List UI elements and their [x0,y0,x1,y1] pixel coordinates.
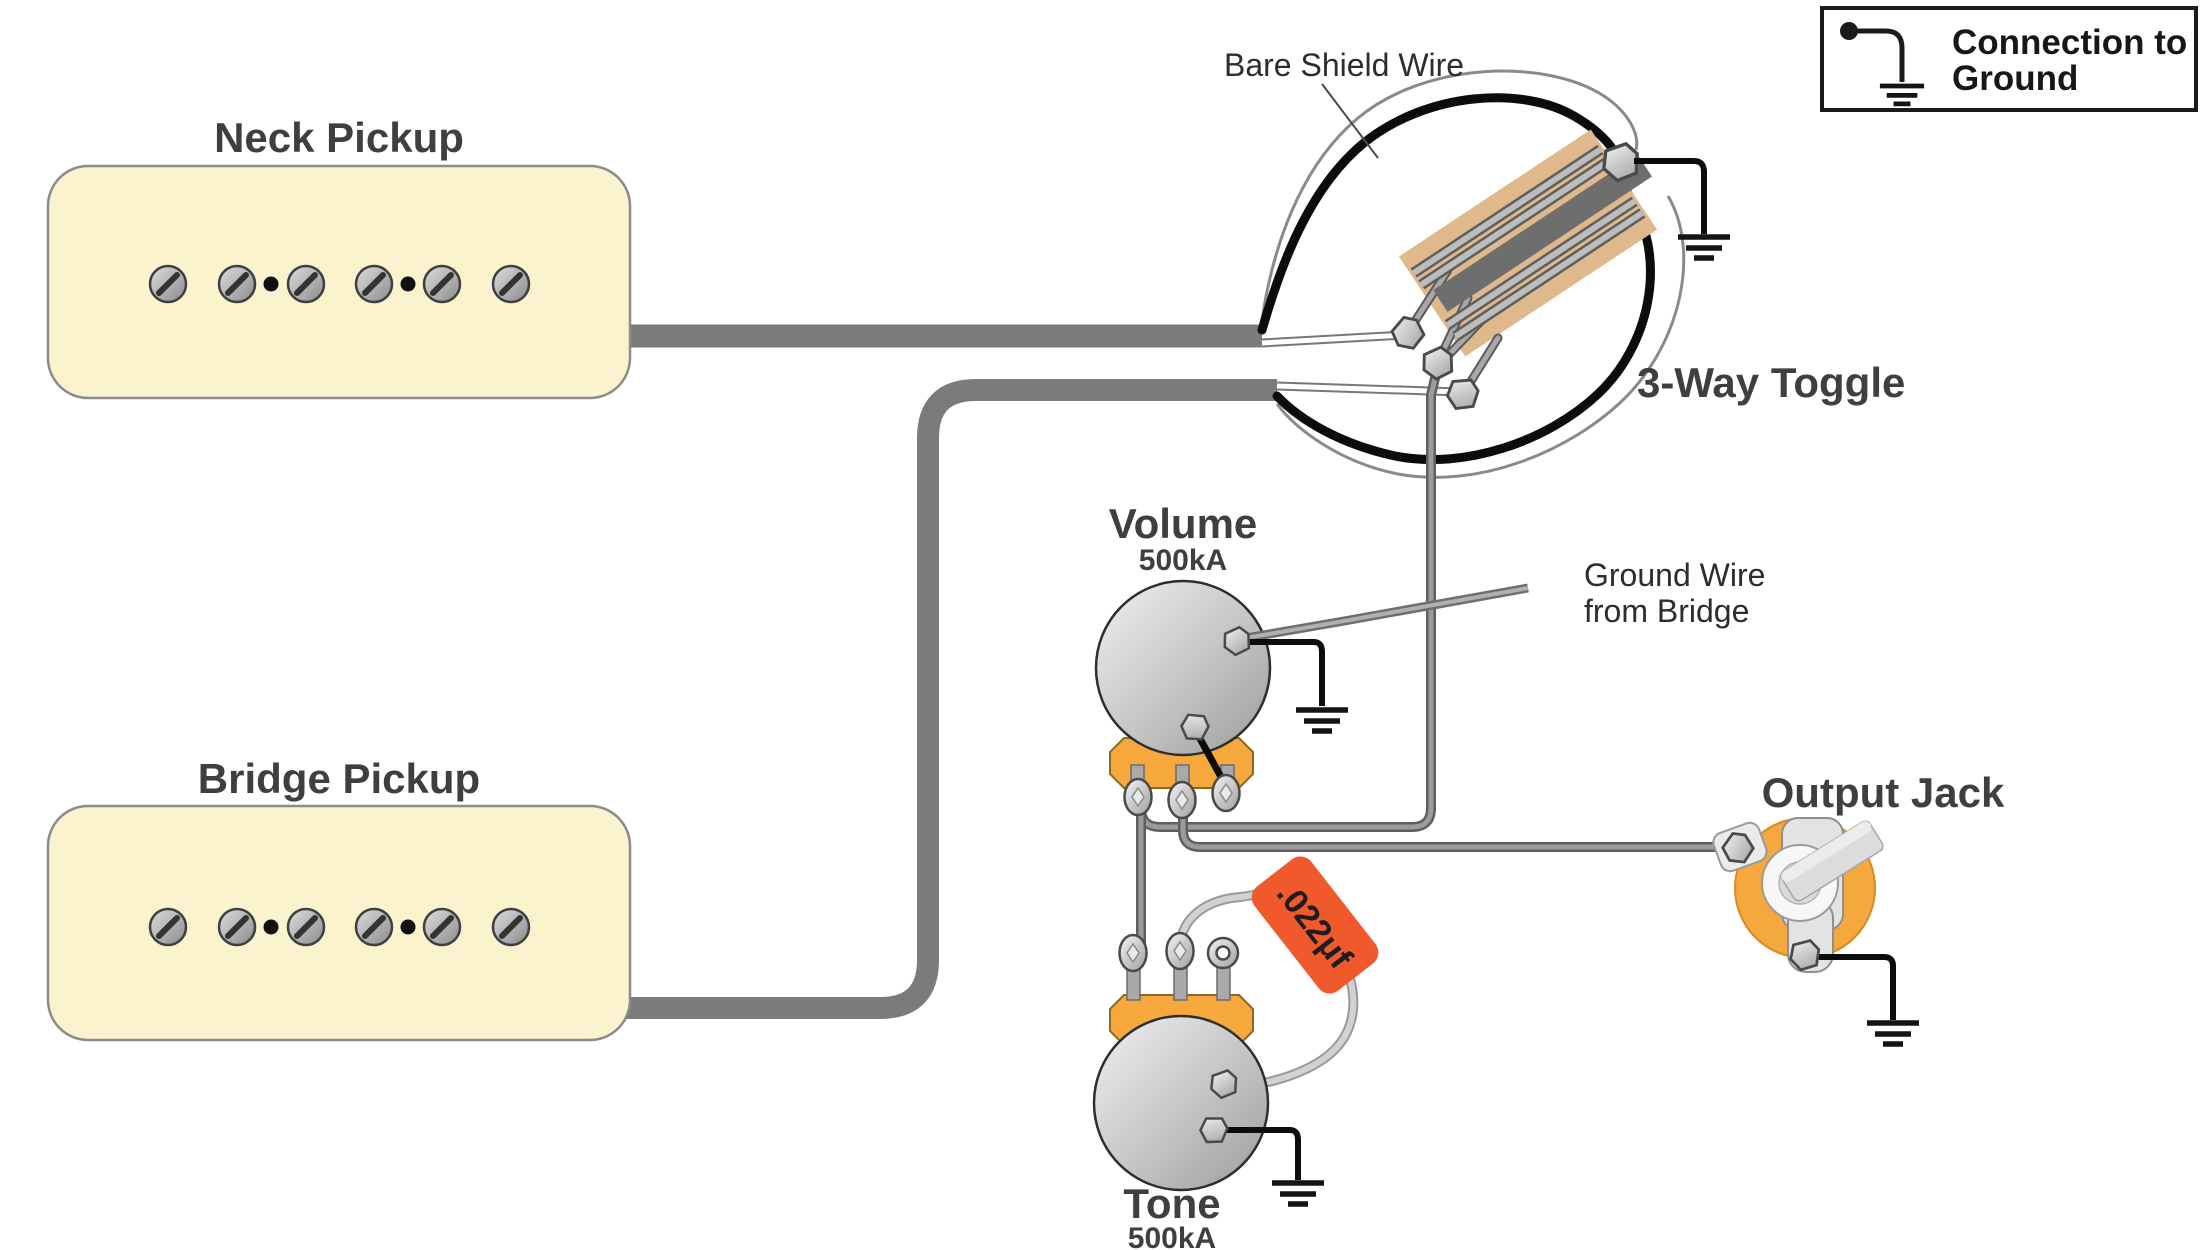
legend-box [1820,6,2198,112]
ground-wire-label-line1: Ground Wire [1584,557,1765,593]
ground-symbol-icon [1296,710,1348,731]
neck-ground-jacket-wire [1257,93,1623,335]
legend-label-line2: Ground [1952,59,2078,98]
pole-dot-icon [400,276,416,292]
screw-pole-icon [288,266,324,302]
toggle-ground-wire [1634,158,1707,234]
tone-lug-icon [1118,933,1148,973]
screw-pole-icon [219,909,255,945]
toggle-lug-icon [1440,371,1486,417]
screw-pole-icon [356,266,392,302]
ground-symbol-icon [1678,237,1730,258]
volume-value-label: 500kA [1139,544,1227,577]
ground-connection-icon [1840,22,1924,104]
tone-ground-wire [1224,1127,1301,1180]
screw-pole-icon [424,909,460,945]
volume-lug-icon [1211,773,1241,813]
toggle-label: 3-Way Toggle [1637,359,1905,406]
bridge-pickup-label: Bridge Pickup [198,755,480,802]
output-jack-label: Output Jack [1762,769,2005,816]
volume-pot: Volume 500kA [1094,500,1529,820]
screw-pole-icon [356,909,392,945]
screw-pole-icon [150,266,186,302]
tone-label: Tone [1123,1180,1220,1227]
screw-pole-icon [493,266,529,302]
bridge-pickup: Bridge Pickup [46,755,632,1042]
capacitor: .022μf [1251,856,1379,994]
bare-shield-annotation: Bare Shield Wire [1224,47,1464,159]
ground-symbol-icon [1867,1023,1919,1044]
output-jack-prong [1780,820,1884,902]
ground-wire-label-line2: from Bridge [1584,593,1749,629]
tone-value-label: 500kA [1128,1222,1216,1250]
three-way-toggle: 3-Way Toggle [1387,129,1905,417]
legend-label-line1: Connection to [1952,23,2187,62]
pole-dot-icon [263,276,279,292]
ground-wire-annotation: Ground Wire from Bridge [1584,557,1765,629]
signal-wires [1136,368,1728,948]
screw-pole-icon [288,909,324,945]
screw-pole-icon [219,266,255,302]
screw-pole-icon [150,909,186,945]
pole-dot-icon [400,919,416,935]
ground-symbol-icon [1272,1183,1324,1204]
screw-pole-icon [424,266,460,302]
volume-lug-icon [1123,777,1153,817]
volume-body [1094,579,1272,757]
bare-shield-wires [1260,69,1686,479]
bridge-pickup-body [46,804,632,1042]
output-jack: Output Jack [1712,769,2005,1044]
pole-dot-icon [263,919,279,935]
tone-lug-icon [1165,931,1195,971]
tone-pot: .022μf Tone 500kA [1092,856,1379,1250]
neck-pickup-label: Neck Pickup [214,114,464,161]
bare-shield-wire-neck [1260,69,1639,321]
bare-shield-wire-label: Bare Shield Wire [1224,47,1464,83]
volume-ground-wire [1248,639,1325,706]
legend: Connection to Ground [1820,6,2198,112]
capacitor-body [1251,856,1379,994]
volume-lug-icon [1167,780,1197,820]
screw-pole-icon [493,909,529,945]
toggle-contact-stripes [1410,144,1652,342]
jack-ground-wire [1812,954,1896,1020]
neck-pickup-body [46,164,632,400]
bare-shield-wire-bridge [1275,195,1686,479]
tone-body [1092,1014,1270,1192]
volume-label: Volume [1109,500,1258,547]
bridge-pickup-cable [600,379,1277,1019]
tone-ring-lug-icon [1206,936,1240,970]
neck-pickup: Neck Pickup [46,114,632,400]
